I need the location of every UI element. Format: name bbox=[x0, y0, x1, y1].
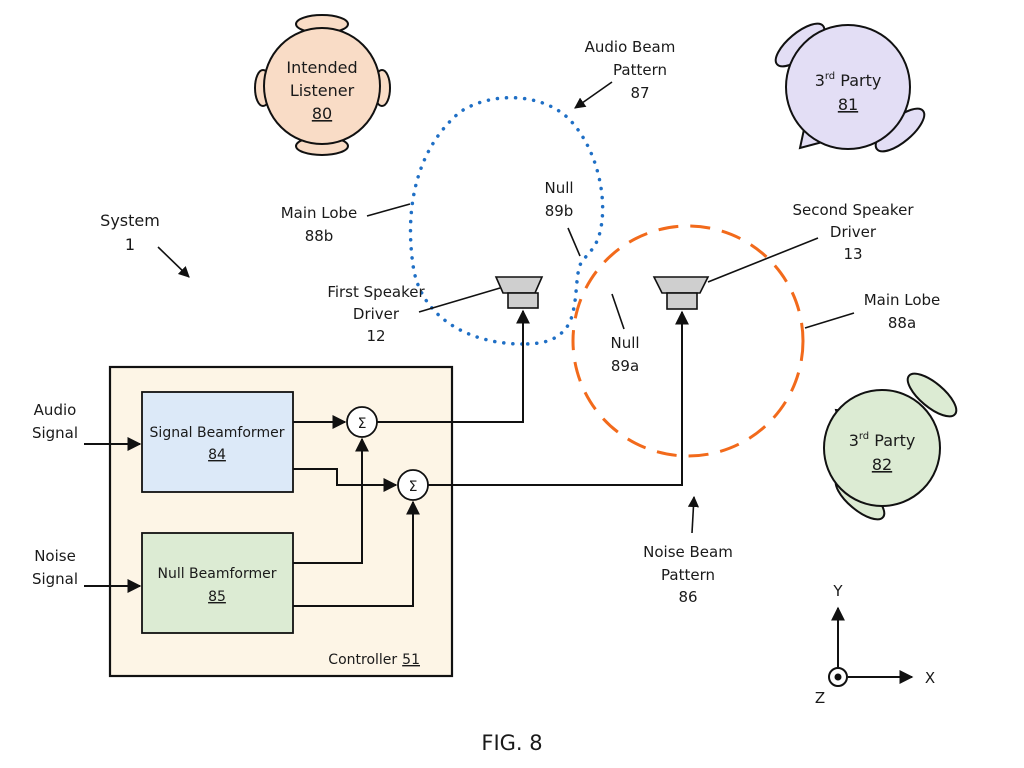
audio-signal-label-1: Audio bbox=[34, 401, 77, 419]
main-lobe-88b-number: 88b bbox=[305, 227, 334, 245]
z-axis-label: Z bbox=[815, 689, 825, 707]
noise-signal-label-2: Signal bbox=[32, 570, 78, 588]
third-party-82-head bbox=[823, 389, 941, 507]
leader-null-89a bbox=[611, 293, 625, 330]
wire-sum1-to-first-speaker bbox=[377, 309, 530, 423]
ordinal-suffix: rd bbox=[859, 431, 869, 442]
null-89b-label: Null bbox=[544, 179, 573, 197]
third-party-81: 3rd Party 81 bbox=[774, 22, 926, 153]
listener-label-1: Intended bbox=[286, 58, 357, 77]
second-speaker-driver bbox=[652, 276, 710, 310]
audio-beam-label-1: Audio Beam bbox=[585, 38, 676, 56]
noise-beam-label-1: Noise Beam bbox=[643, 543, 733, 561]
audio-signal-label-2: Signal bbox=[32, 424, 78, 442]
noise-beam-pattern bbox=[571, 224, 805, 458]
null-beamformer-label: Null Beamformer bbox=[157, 566, 276, 582]
main-lobe-88b-label: Main Lobe bbox=[281, 204, 358, 222]
third-party-81-number: 81 bbox=[838, 95, 858, 114]
second-speaker-magnet bbox=[666, 292, 698, 310]
first-speaker-label-2: Driver bbox=[353, 305, 400, 323]
first-speaker-cone bbox=[494, 276, 544, 294]
z-axis-dot bbox=[834, 673, 842, 681]
party-text: Party bbox=[835, 71, 881, 90]
party-text: Party bbox=[869, 431, 915, 450]
null-89b-number: 89b bbox=[545, 202, 574, 220]
controller-label: Controller 51 bbox=[328, 652, 420, 668]
controller-number: 51 bbox=[402, 652, 420, 668]
third-party-81-head bbox=[785, 24, 911, 150]
intended-listener: Intended Listener 80 bbox=[254, 14, 391, 156]
leader-null-89b bbox=[567, 227, 581, 257]
wire-sbf-to-sum2 bbox=[293, 468, 398, 492]
listener-label-2: Listener bbox=[290, 81, 355, 100]
ordinal: 3 bbox=[849, 431, 859, 450]
wire-nbf-to-sum1 bbox=[293, 437, 369, 564]
third-party-81-label: 3rd Party bbox=[815, 71, 882, 90]
system-number: 1 bbox=[125, 235, 135, 254]
second-speaker-label-1: Second Speaker bbox=[793, 201, 915, 219]
first-speaker-number: 12 bbox=[366, 327, 385, 345]
wire-sum2-to-second-speaker bbox=[428, 310, 689, 486]
leader-system bbox=[157, 246, 190, 278]
leader-audio-beam bbox=[574, 81, 613, 109]
first-speaker-magnet bbox=[507, 292, 539, 309]
signal-beamformer-box bbox=[141, 391, 294, 493]
third-party-82-number: 82 bbox=[872, 455, 892, 474]
signal-beamformer-number: 84 bbox=[208, 447, 226, 463]
second-speaker-number: 13 bbox=[843, 245, 862, 263]
summer-1-symbol: Σ bbox=[358, 416, 367, 432]
leader-noise-beam bbox=[687, 495, 700, 534]
audio-beam-number: 87 bbox=[630, 84, 649, 102]
noise-beam-number: 86 bbox=[678, 588, 697, 606]
second-speaker-cone bbox=[652, 276, 710, 294]
y-axis-label: Y bbox=[832, 582, 843, 600]
noise-signal-label-1: Noise bbox=[34, 547, 76, 565]
audio-beam-pattern bbox=[408, 96, 605, 346]
leader-second-speaker bbox=[707, 237, 819, 283]
noise-beam-label-2: Pattern bbox=[661, 566, 715, 584]
audio-beam-label-2: Pattern bbox=[613, 61, 667, 79]
first-speaker-driver bbox=[494, 276, 544, 309]
leader-first-speaker bbox=[418, 287, 501, 313]
second-speaker-label-2: Driver bbox=[830, 223, 877, 241]
summer-2-symbol: Σ bbox=[409, 479, 418, 495]
third-party-82: 3rd Party 82 bbox=[823, 372, 958, 521]
listener-number: 80 bbox=[312, 104, 332, 123]
ordinal-suffix: rd bbox=[825, 71, 835, 82]
controller-text: Controller bbox=[328, 652, 397, 668]
null-beamformer-box bbox=[141, 532, 294, 634]
figure-title: FIG. 8 bbox=[481, 731, 542, 755]
ordinal: 3 bbox=[815, 71, 825, 90]
coordinate-axes: Y X Z bbox=[815, 582, 935, 707]
third-party-82-label: 3rd Party bbox=[849, 431, 916, 450]
null-beamformer-number: 85 bbox=[208, 589, 226, 605]
leader-main-lobe-88b bbox=[366, 203, 411, 217]
main-lobe-88a-label: Main Lobe bbox=[864, 291, 941, 309]
system-label: System bbox=[100, 211, 160, 230]
first-speaker-label-1: First Speaker bbox=[327, 283, 425, 301]
null-89a-label: Null bbox=[610, 334, 639, 352]
main-lobe-88a-number: 88a bbox=[888, 314, 916, 332]
signal-beamformer-label: Signal Beamformer bbox=[150, 425, 285, 441]
wire-nbf-to-sum2 bbox=[293, 500, 420, 607]
third-party-82-ear-upper bbox=[906, 372, 958, 418]
null-89a-number: 89a bbox=[611, 357, 639, 375]
listener-head bbox=[263, 27, 381, 145]
x-axis-label: X bbox=[925, 669, 935, 687]
leader-main-lobe-88a bbox=[804, 312, 855, 329]
